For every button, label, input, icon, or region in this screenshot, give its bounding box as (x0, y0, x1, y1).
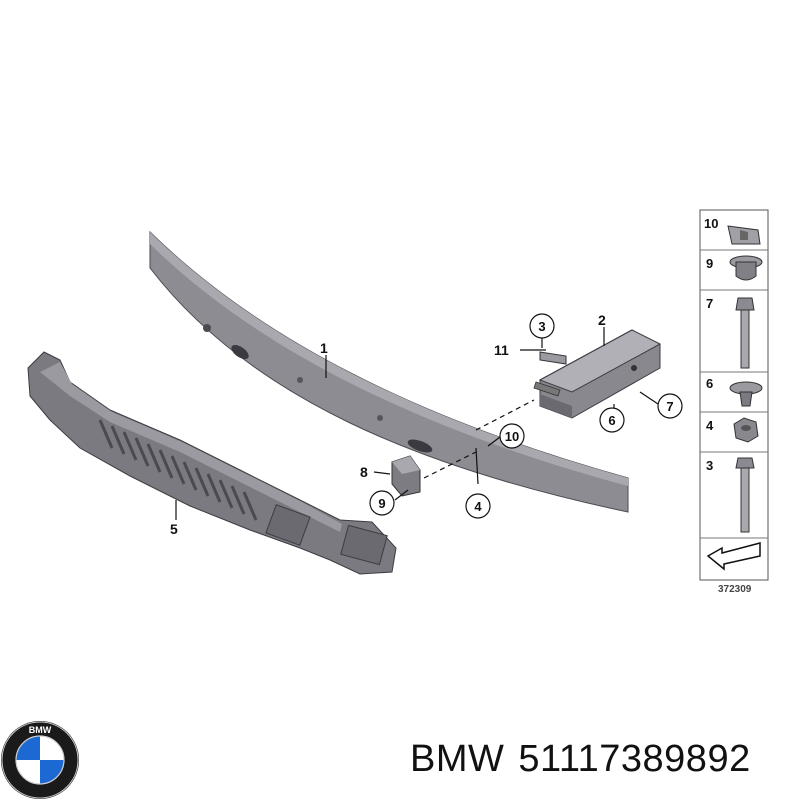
washer-plate (539, 351, 567, 365)
legend-label-6: 6 (706, 376, 713, 391)
callout-8: 8 (360, 464, 368, 480)
bmw-logo: BMW (1, 721, 79, 799)
clip-nut-10-icon (727, 225, 761, 245)
callout-7: 7 (657, 393, 683, 419)
callout-2: 2 (598, 312, 606, 328)
caption-brand: BMW (410, 738, 505, 780)
svg-text:4: 4 (474, 499, 482, 514)
leader-lines (175, 327, 659, 520)
callout-10: 10 (499, 423, 525, 449)
callout-5: 5 (170, 521, 178, 537)
caption-part-number: 51117389892 (518, 738, 751, 780)
svg-text:6: 6 (608, 413, 615, 428)
callout-9: 9 (369, 490, 395, 516)
legend-label-3: 3 (706, 458, 713, 473)
deformation-element (533, 329, 662, 419)
part-caption: BMW 51117389892 (410, 738, 751, 781)
svg-text:3: 3 (538, 319, 545, 334)
callout-4: 4 (465, 493, 491, 519)
callout-6: 6 (599, 407, 625, 433)
impact-absorber (27, 351, 397, 575)
svg-text:7: 7 (666, 399, 673, 414)
washer-nut-icon (729, 381, 763, 407)
svg-text:10: 10 (505, 429, 519, 444)
callout-1: 1 (320, 340, 328, 356)
legend-label-4: 4 (706, 418, 714, 433)
svg-text:9: 9 (378, 496, 385, 511)
collar-screw-icon (729, 255, 763, 281)
callout-11: 11 (494, 342, 509, 358)
svg-text:BMW: BMW (29, 725, 52, 735)
clip-nut (391, 455, 421, 497)
legend-label-9: 9 (706, 256, 713, 271)
hex-bolt-icon (735, 457, 755, 533)
fastener-legend: 10 9 7 6 4 3 (699, 209, 769, 595)
legend-code: 372309 (718, 584, 752, 595)
legend-label-7: 7 (706, 296, 713, 311)
legend-label-10: 10 (704, 216, 718, 231)
hex-bolt-long-icon (735, 297, 755, 369)
callout-3: 3 (529, 313, 555, 339)
direction-arrow-icon (706, 542, 761, 571)
hex-nut-icon (733, 417, 759, 443)
